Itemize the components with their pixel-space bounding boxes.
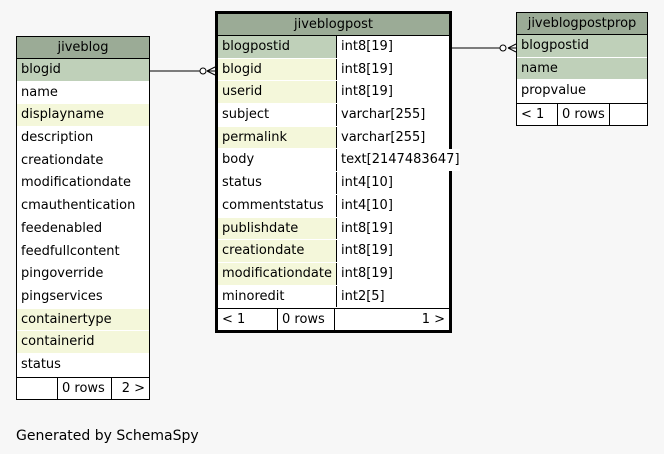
column-list: blogpostid name propvalue	[517, 35, 647, 104]
row-count: 0 rows	[57, 377, 111, 399]
column-row-commentstatus[interactable]: commentstatus int4[10]	[218, 194, 449, 218]
table-title[interactable]: jiveblogpost	[218, 14, 449, 36]
column-row-publishdate[interactable]: publishdate int8[19]	[218, 217, 449, 241]
column-type: varchar[255]	[336, 104, 449, 126]
column-row-name[interactable]: name	[517, 57, 647, 81]
column-name: status	[222, 175, 262, 191]
table-footer: < 1 0 rows	[517, 103, 647, 126]
column-row-containertype[interactable]: containertype	[17, 308, 149, 332]
column-name: displayname	[21, 107, 105, 123]
column-row-permalink[interactable]: permalink varchar[255]	[218, 126, 449, 150]
column-name: subject	[222, 107, 270, 123]
column-row-body[interactable]: body text[2147483647]	[218, 149, 460, 173]
column-list: blogpostid int8[19] blogid int8[19] userid in…	[218, 36, 460, 309]
column-type: int4[10]	[336, 194, 449, 217]
column-row-propvalue[interactable]: propvalue	[517, 80, 647, 104]
column-name: modificationdate	[222, 265, 332, 281]
column-row-blogpostid[interactable]: blogpostid	[517, 35, 647, 58]
column-type: varchar[255]	[336, 126, 449, 149]
column-name: blogpostid	[521, 38, 590, 53]
column-name: body	[222, 152, 255, 168]
crowfoot-icon	[206, 66, 216, 76]
column-row-feedfullcontent[interactable]: feedfullcontent	[17, 240, 149, 264]
table-title[interactable]: jiveblog	[17, 37, 149, 59]
column-row-blogpostid[interactable]: blogpostid int8[19]	[218, 36, 449, 59]
column-name: containertype	[21, 311, 112, 327]
column-name: blogid	[222, 61, 262, 77]
column-name: propvalue	[521, 83, 587, 99]
table-footer: 0 rows 2 >	[17, 376, 149, 399]
column-type: text[2147483647]	[336, 149, 460, 172]
table-jiveblog[interactable]: jiveblog blogid name displayname descriptio…	[16, 36, 150, 400]
column-row-blogid[interactable]: blogid	[17, 59, 149, 82]
table-title[interactable]: jiveblogpostprop	[517, 13, 647, 35]
column-row-status[interactable]: status int4[10]	[218, 172, 449, 195]
column-row-name[interactable]: name	[17, 81, 149, 105]
column-row-containerid[interactable]: containerid	[17, 331, 149, 354]
table-footer: < 1 0 rows 1 >	[218, 308, 449, 331]
column-type: int8[19]	[336, 36, 449, 58]
column-row-description[interactable]: description	[17, 127, 149, 150]
column-row-subject[interactable]: subject varchar[255]	[218, 104, 449, 127]
column-name: name	[21, 84, 58, 100]
zero-marker-icon	[499, 44, 507, 52]
column-row-creationdate[interactable]: creationdate int8[19]	[218, 240, 449, 263]
column-row-modificationdate[interactable]: modificationdate	[17, 172, 149, 196]
children-link[interactable]: 2 >	[111, 377, 149, 399]
column-name: permalink	[222, 129, 287, 145]
column-row-userid[interactable]: userid int8[19]	[218, 81, 449, 105]
column-row-cmauthentication[interactable]: cmauthentication	[17, 195, 149, 218]
column-type: int8[19]	[336, 58, 449, 81]
column-row-feedenabled[interactable]: feedenabled	[17, 217, 149, 241]
parents-link[interactable]	[17, 378, 57, 399]
parents-link[interactable]: < 1	[521, 107, 545, 123]
column-name: containerid	[21, 334, 95, 350]
column-name: feedfullcontent	[21, 243, 120, 259]
column-type: int8[19]	[336, 81, 449, 104]
column-row-status[interactable]: status	[17, 353, 149, 377]
column-name: userid	[222, 84, 263, 100]
column-name: pingservices	[21, 288, 103, 304]
column-name: commentstatus	[222, 197, 324, 213]
column-type: int2[5]	[336, 285, 449, 308]
row-count: 0 rows	[277, 309, 334, 331]
column-type: int4[10]	[336, 172, 449, 194]
column-name: creationdate	[222, 243, 305, 259]
column-name: pingoverride	[21, 266, 104, 282]
column-name: minoredit	[222, 288, 285, 304]
table-jiveblogpost[interactable]: jiveblogpost blogpostid int8[19] blogid int…	[215, 11, 460, 334]
column-name: blogid	[21, 62, 61, 77]
parents-link[interactable]: < 1	[222, 312, 246, 328]
column-name: publishdate	[222, 220, 299, 236]
children-link[interactable]: 1 >	[334, 309, 449, 331]
column-type: int8[19]	[336, 217, 449, 240]
table-jiveblogpostprop[interactable]: jiveblogpostprop blogpostid name propvalue…	[516, 12, 648, 127]
column-name: cmauthentication	[21, 198, 136, 214]
column-row-pingservices[interactable]: pingservices	[17, 285, 149, 309]
column-name: modificationdate	[21, 175, 131, 191]
children-link[interactable]	[609, 104, 647, 126]
column-row-minoredit[interactable]: minoredit int2[5]	[218, 285, 449, 309]
row-count: 0 rows	[557, 104, 609, 126]
column-name: creationdate	[21, 152, 104, 168]
column-name: name	[521, 60, 558, 76]
column-name: blogpostid	[222, 39, 291, 54]
column-type: int8[19]	[336, 262, 449, 285]
crowfoot-icon	[507, 43, 517, 53]
column-row-blogid[interactable]: blogid int8[19]	[218, 58, 449, 82]
column-row-displayname[interactable]: displayname	[17, 104, 149, 128]
column-row-pingoverride[interactable]: pingoverride	[17, 263, 149, 286]
column-name: status	[21, 356, 61, 372]
generator-credit: Generated by SchemaSpy	[16, 428, 199, 444]
column-name: description	[21, 130, 94, 146]
column-type: int8[19]	[336, 240, 449, 262]
zero-marker-icon	[199, 67, 207, 75]
column-name: feedenabled	[21, 220, 103, 236]
column-row-creationdate[interactable]: creationdate	[17, 149, 149, 173]
column-list: blogid name displayname description creation…	[17, 59, 149, 377]
